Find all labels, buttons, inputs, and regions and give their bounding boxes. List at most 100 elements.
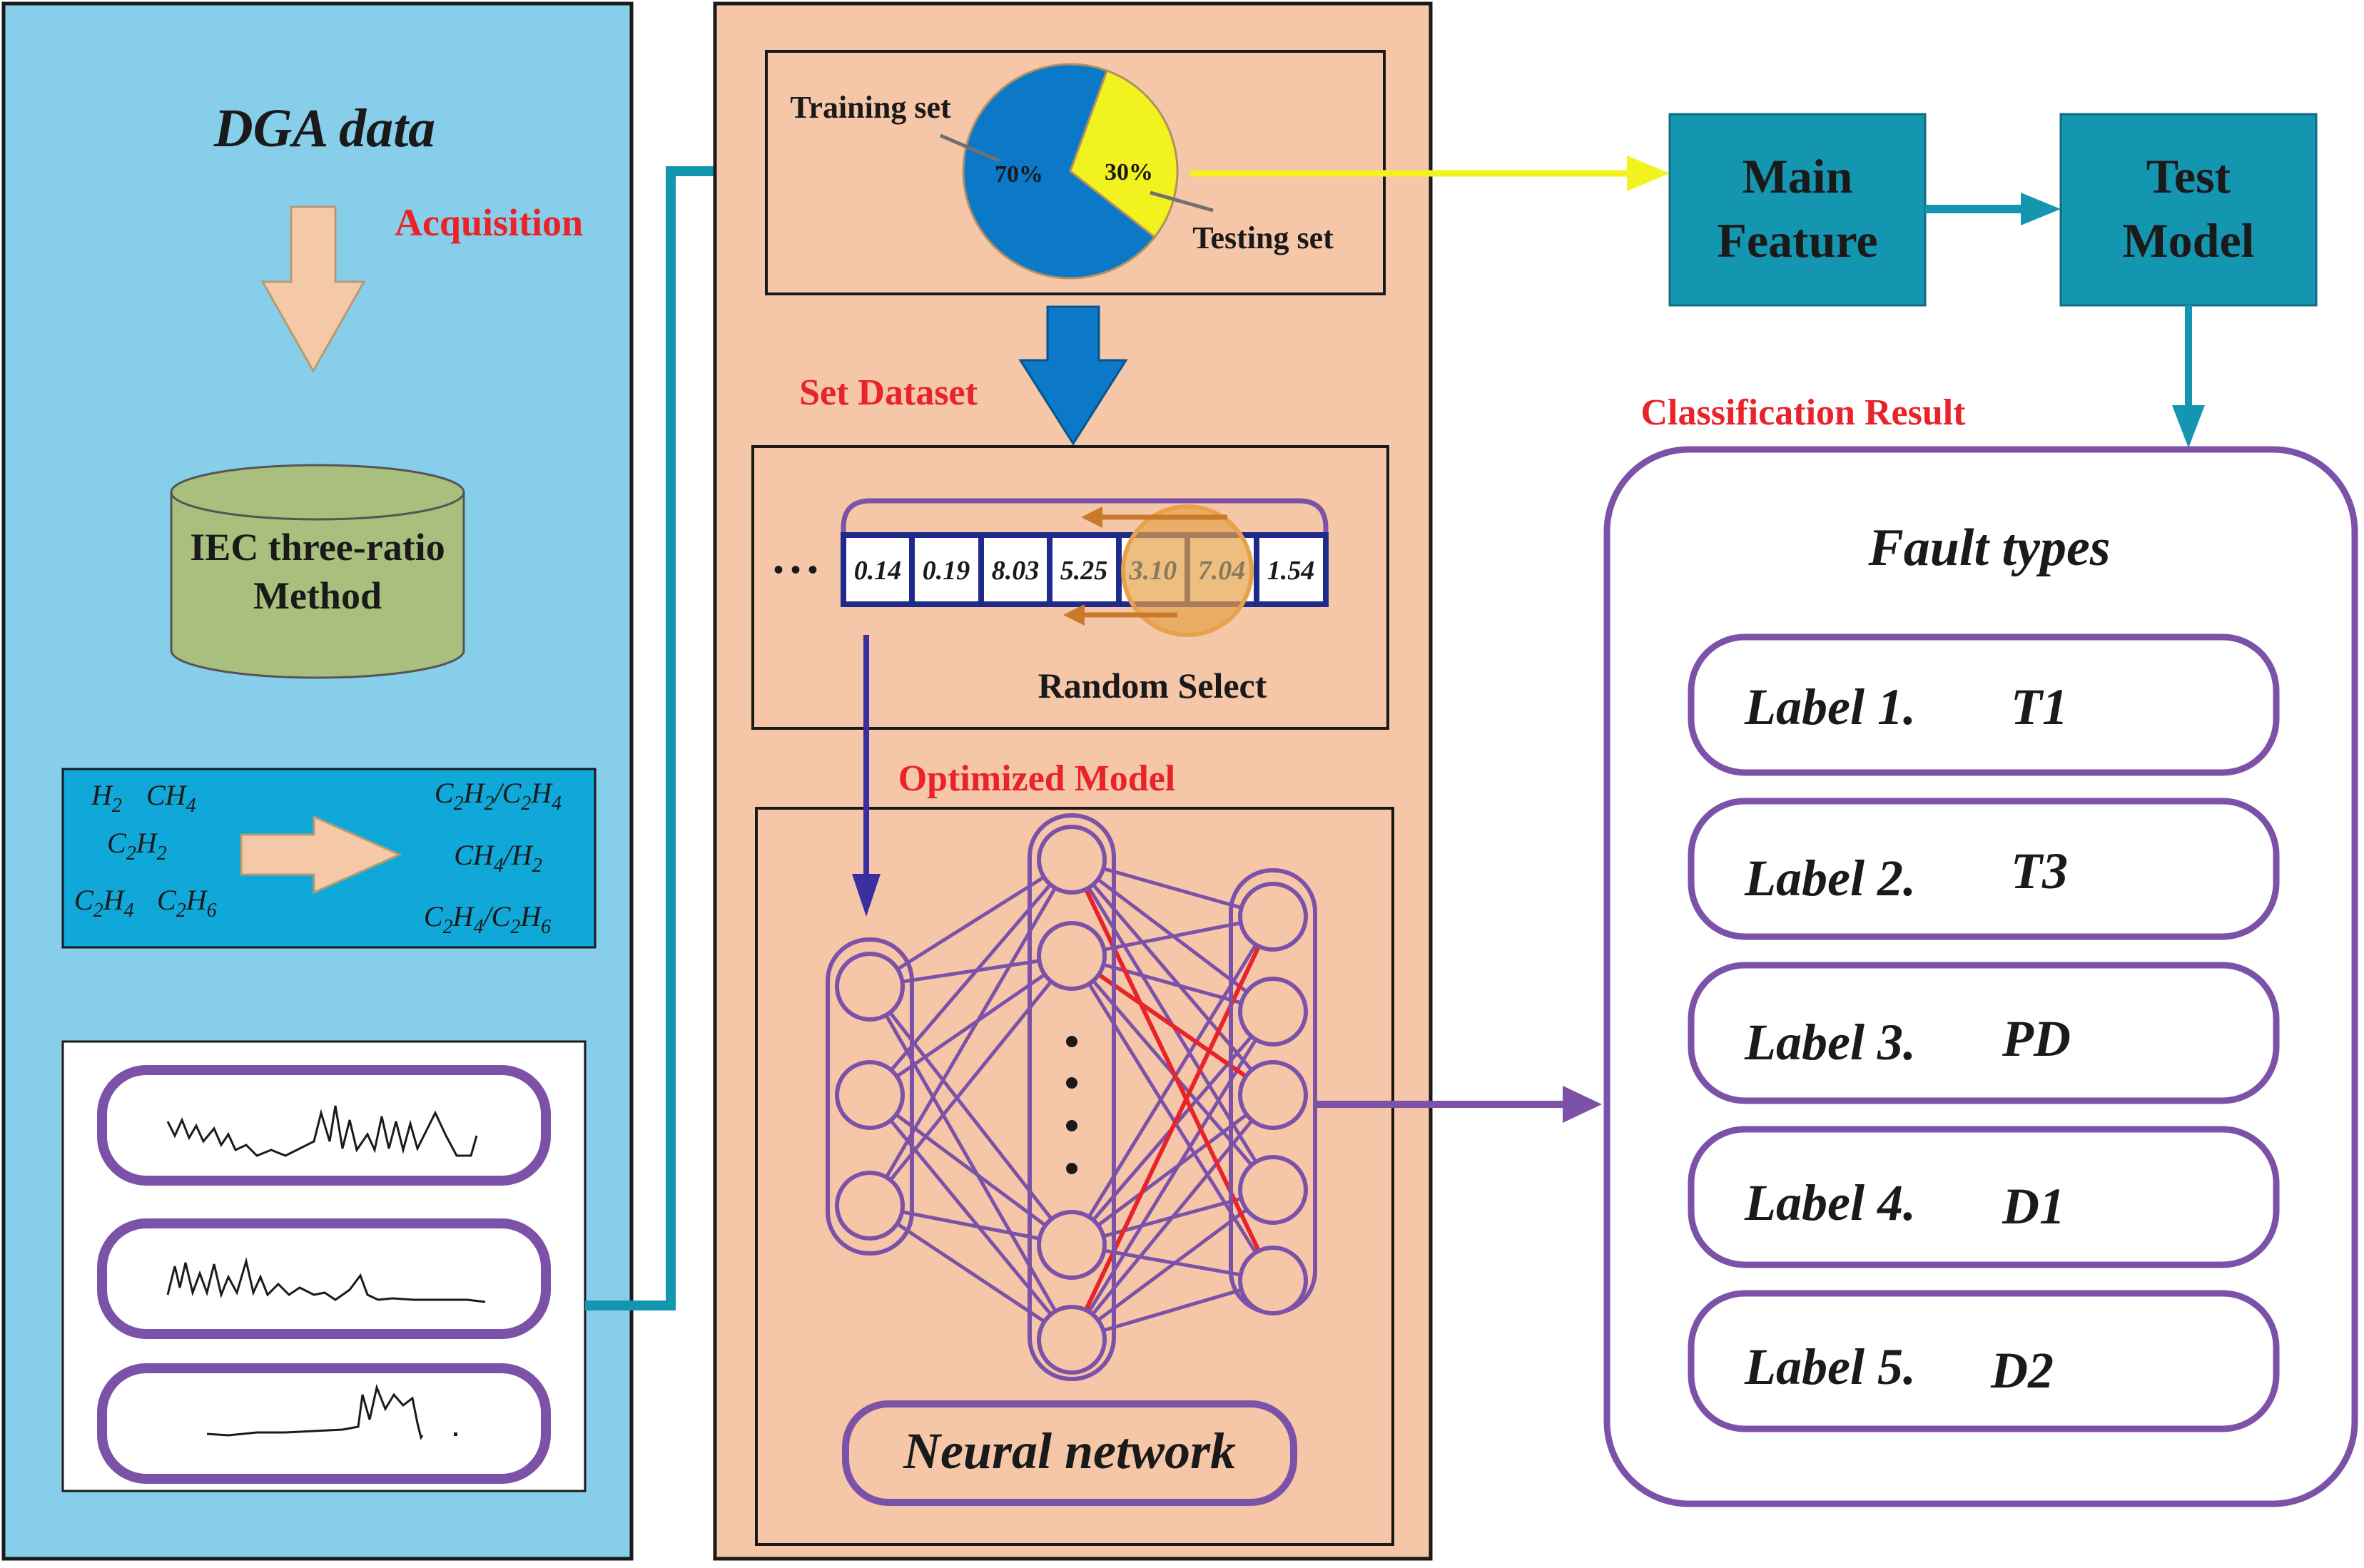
neural-network-label-box (842, 1400, 1297, 1506)
nn-edge (868, 985, 1074, 1341)
nn-edge-highlight (1070, 915, 1275, 1341)
nn-edge (868, 1203, 1073, 1342)
nn-edge (1070, 1010, 1275, 1341)
set-dataset-label: Set Dataset (799, 372, 978, 413)
ratio-3: C2H4/C2H6 (424, 900, 551, 938)
main-feature-line2: Feature (1717, 213, 1877, 268)
nn-edge-highlight (1070, 954, 1274, 1097)
nn-edge (1070, 954, 1275, 1282)
nn-edge (868, 1093, 1073, 1247)
fault-label-code: PD (2002, 1010, 2071, 1067)
nn-edge (868, 954, 1073, 1207)
nn-node (835, 1060, 905, 1130)
dga-data-title: DGA data (213, 98, 435, 158)
test-to-result-arrow-head (2172, 405, 2205, 448)
signal-dot (454, 1432, 457, 1436)
neural-network-label: Neural network (903, 1422, 1236, 1480)
fault-label-name: Label 5. (1744, 1338, 1916, 1395)
cylinder-line1: IEC three-ratio (190, 526, 445, 569)
cylinder-line2: Method (253, 574, 382, 617)
nn-node (1037, 921, 1107, 991)
test-model-line2: Model (2122, 213, 2254, 268)
ratio-2: CH4/H2 (454, 839, 542, 877)
nn-edge (868, 858, 1074, 1207)
signal-trace-3 (206, 1383, 424, 1440)
nn-edge (1070, 915, 1275, 1246)
pie-chart (962, 63, 1179, 280)
nn-layer-hidden (1028, 813, 1116, 1381)
sequence-ellipsis: • • • (773, 554, 818, 586)
fault-label-name: Label 1. (1744, 678, 1916, 735)
gas-list: H2 CH4 C2H2 C2H4 C2H6 (74, 779, 217, 922)
nn-node (1238, 977, 1308, 1047)
nn-edge (868, 954, 1073, 1097)
sequence-bracket (841, 498, 1329, 535)
set-dataset-arrow (1018, 305, 1128, 446)
feature-to-test-arrow-head (2021, 193, 2061, 225)
fault-label-code: D1 (2002, 1178, 2065, 1235)
iec-cylinder (170, 464, 465, 679)
sequence-values: 0.14 0.19 8.03 5.25 3.10 7.04 1.54 (854, 556, 1315, 586)
fault-label-name: Label 3. (1744, 1014, 1916, 1071)
seq-value: 8.03 (992, 556, 1040, 586)
fault-label-item: Label 2. T3 (1688, 798, 2280, 940)
gas-ch4: CH4 (146, 779, 196, 817)
ratio-1: C2H2/C2H4 (435, 777, 562, 815)
nn-nodes (835, 825, 1308, 1375)
gas-c2h4: C2H4 (74, 884, 134, 922)
fault-label-code: T3 (2011, 842, 2068, 900)
pie-testing-pct: 30% (1105, 159, 1153, 185)
optimized-model-label: Optimized Model (898, 758, 1176, 799)
ratio-list: C2H2/C2H4 CH4/H2 C2H4/C2H6 (424, 777, 562, 938)
nn-node (1037, 825, 1107, 895)
nn-ellipsis (1066, 1036, 1077, 1174)
fault-label-name: Label 2. (1744, 850, 1916, 907)
nn-edge (1070, 1094, 1274, 1341)
nn-node (835, 952, 905, 1022)
test-model-line1: Test (2146, 149, 2231, 203)
waveform-3 (97, 1363, 551, 1484)
nn-edges (868, 857, 1275, 1342)
training-leader (940, 133, 1000, 163)
seq-value: 0.19 (923, 556, 970, 586)
testing-set-label: Testing set (1192, 220, 1334, 255)
fault-label-code: T1 (2011, 678, 2068, 735)
seq-value: 5.25 (1060, 556, 1108, 586)
waveform-2 (97, 1218, 551, 1339)
nn-node (1238, 1155, 1308, 1225)
fault-label-name: Label 4. (1744, 1174, 1916, 1231)
model-arrow-head (852, 874, 881, 917)
fault-label-item: Label 3. PD (1688, 962, 2280, 1104)
fault-label-item: Label 5. D2 (1688, 1290, 2280, 1432)
test-to-feature-arrow-head (1627, 156, 1670, 191)
training-set-label: Training set (790, 90, 951, 125)
nn-node (1238, 1246, 1308, 1315)
test-model-box (2059, 113, 2318, 307)
acquisition-label: Acquisition (395, 201, 583, 244)
seq-value: 1.54 (1267, 556, 1315, 586)
seq-value-selected: 3.10 (1129, 556, 1177, 586)
nn-edge (1070, 1093, 1274, 1247)
nn-edge (868, 858, 1073, 1096)
random-select-label: Random Select (1038, 666, 1267, 706)
nn-node (1238, 882, 1308, 952)
nn-node (1238, 1060, 1308, 1130)
gas-h2: H2 (91, 779, 122, 817)
seq-value-selected: 7.04 (1198, 556, 1246, 586)
fault-types-title: Fault types (1867, 519, 2110, 577)
fault-label-item: Label 1. T1 (1688, 633, 2280, 776)
nn-node (1037, 1210, 1107, 1280)
shuffle-arrow-top-head (1081, 506, 1102, 528)
nn-node (1037, 1305, 1107, 1375)
gas-convert-arrow (240, 815, 402, 895)
nn-layer-input (826, 937, 914, 1256)
nn-edge (868, 1094, 1073, 1341)
nn-node (835, 1171, 905, 1241)
classification-result-label: Classification Result (1641, 392, 1967, 433)
signal-trace-1 (166, 1105, 478, 1157)
gas-c2h2: C2H2 (107, 827, 167, 865)
nn-to-result-arrow-head (1563, 1086, 1602, 1123)
gas-c2h6: C2H6 (157, 884, 217, 922)
pie-slice-testing (1069, 69, 1179, 239)
